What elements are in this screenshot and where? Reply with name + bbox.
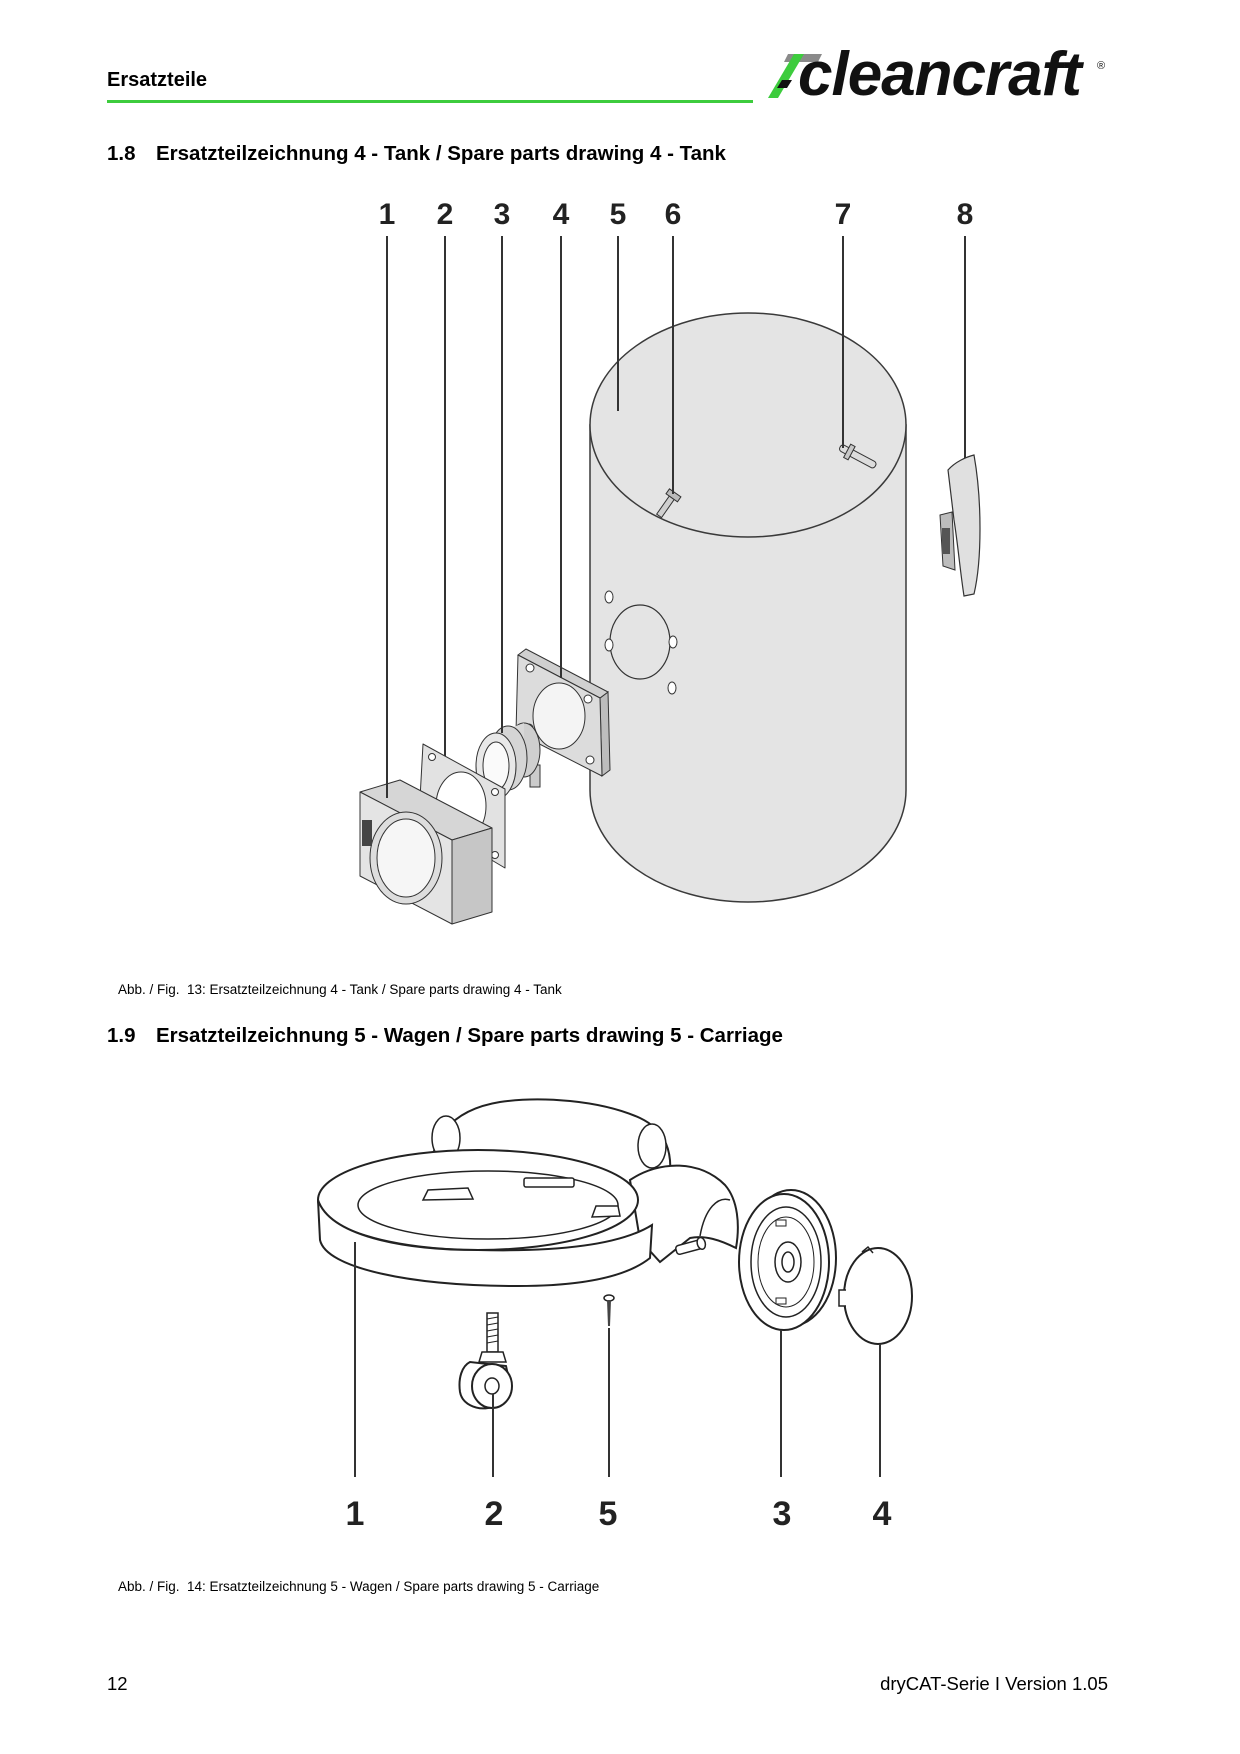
part-label: 5 xyxy=(599,1495,618,1533)
part-3-wheel-disc xyxy=(738,1189,837,1331)
latch-body xyxy=(947,454,981,597)
disc-notch xyxy=(775,1219,787,1227)
part-label: 1 xyxy=(379,198,396,231)
housing-side-face xyxy=(451,827,493,925)
section-number-1-9: 1.9 xyxy=(107,1024,136,1047)
caster-thread xyxy=(486,1328,499,1332)
tank-top xyxy=(589,312,907,538)
caster-thread xyxy=(486,1334,499,1338)
carriage-clip-middle xyxy=(523,1177,575,1188)
part-label: 5 xyxy=(610,198,627,231)
part-label: 7 xyxy=(835,198,852,231)
flange-opening xyxy=(532,682,586,750)
carriage-front-band xyxy=(317,1199,654,1288)
screw-head xyxy=(665,488,682,503)
part-4-flange-plate xyxy=(515,648,611,777)
part-label: 3 xyxy=(773,1495,792,1533)
part-label: 4 xyxy=(873,1495,892,1533)
part-label: 2 xyxy=(437,198,454,231)
part-label: 2 xyxy=(485,1495,504,1533)
latch-slot xyxy=(942,528,950,554)
page-number: 12 xyxy=(107,1673,128,1694)
header-rule xyxy=(107,100,753,103)
logo-registered-mark: ® xyxy=(1097,60,1106,72)
disc-notch xyxy=(775,1297,787,1305)
caster-hub xyxy=(484,1377,500,1395)
figure-13-caption: Abb. / Fig. 13: Ersatzteilzeichnung 4 - … xyxy=(118,982,562,997)
part-7-pin xyxy=(839,443,877,469)
part-label: 3 xyxy=(494,198,511,231)
disc-bore xyxy=(781,1251,795,1273)
figure-13-labels: 1 2 3 4 5 6 7 8 xyxy=(379,198,974,231)
part-8-latch xyxy=(939,454,981,597)
tank-body xyxy=(589,424,907,903)
carriage-hood-bump-right xyxy=(637,1123,667,1169)
logo-mark-notch xyxy=(777,80,792,88)
part-5-tank xyxy=(589,312,907,903)
document-version: dryCAT-Serie I Version 1.05 xyxy=(880,1673,1108,1694)
logo-mark-icon xyxy=(768,54,822,98)
gasket-bolt-hole xyxy=(491,788,499,796)
housing-lens xyxy=(376,818,436,898)
tank-bolt-hole xyxy=(668,635,678,649)
pin-collar xyxy=(842,443,856,461)
part-5-screw xyxy=(603,1294,615,1326)
caster-thread xyxy=(486,1340,499,1344)
part-6-screw xyxy=(655,488,682,519)
carriage-clip-left xyxy=(421,1187,475,1201)
figure-14-carriage-drawing: 1 2 5 3 4 xyxy=(317,1098,913,1533)
tank-bolt-hole xyxy=(604,590,614,604)
header-title: Ersatzteile xyxy=(107,69,208,91)
axle-end xyxy=(696,1236,707,1251)
section-title-1-8: Ersatzteilzeichnung 4 - Tank / Spare par… xyxy=(156,142,726,165)
flange-bolt-hole xyxy=(525,663,535,673)
figure-14-labels: 1 2 5 3 4 xyxy=(346,1495,892,1533)
carriage-nose-arch xyxy=(699,1198,731,1237)
housing-tab xyxy=(362,820,372,846)
tank-outlet-opening xyxy=(609,604,671,680)
section-title-1-9: Ersatzteilzeichnung 5 - Wagen / Spare pa… xyxy=(156,1024,783,1047)
cap-latch xyxy=(861,1245,874,1254)
gasket-bolt-hole xyxy=(428,753,436,761)
carriage-clip-right xyxy=(590,1205,621,1218)
part-1-carriage-base xyxy=(317,1098,739,1288)
part-label: 1 xyxy=(346,1495,365,1533)
figure-14-leader-lines xyxy=(354,1242,881,1477)
tank-bolt-hole xyxy=(667,681,677,695)
part-label: 4 xyxy=(553,198,570,231)
cap-tab xyxy=(838,1289,846,1307)
logo-mark-slash xyxy=(768,54,804,98)
disc-recess xyxy=(757,1216,815,1308)
section-number-1-8: 1.8 xyxy=(107,142,136,165)
part-1-housing xyxy=(359,779,493,925)
figure-13-leader-lines xyxy=(386,236,966,798)
gasket-bolt-hole xyxy=(491,851,499,859)
caster-thread xyxy=(486,1322,499,1326)
carriage-ring-opening xyxy=(357,1170,619,1240)
logo-wordmark: cleancraft xyxy=(798,40,1082,109)
figure-13-tank-drawing: 1 2 3 4 5 6 7 8 xyxy=(359,198,981,925)
part-label: 6 xyxy=(665,198,682,231)
screw-shank xyxy=(607,1300,611,1326)
cap-body xyxy=(843,1247,913,1345)
part-4-cap xyxy=(838,1245,913,1345)
part-label: 8 xyxy=(957,198,974,231)
part-2-caster xyxy=(458,1312,513,1410)
flange-bolt-hole xyxy=(583,694,593,704)
flange-bolt-hole xyxy=(585,755,595,765)
carriage-axle xyxy=(675,1236,707,1256)
figure-14-caption: Abb. / Fig. 14: Ersatzteilzeichnung 5 - … xyxy=(118,1579,600,1594)
caster-thread xyxy=(486,1316,499,1320)
tank-bolt-hole xyxy=(604,638,614,652)
caster-collar xyxy=(477,1351,508,1363)
